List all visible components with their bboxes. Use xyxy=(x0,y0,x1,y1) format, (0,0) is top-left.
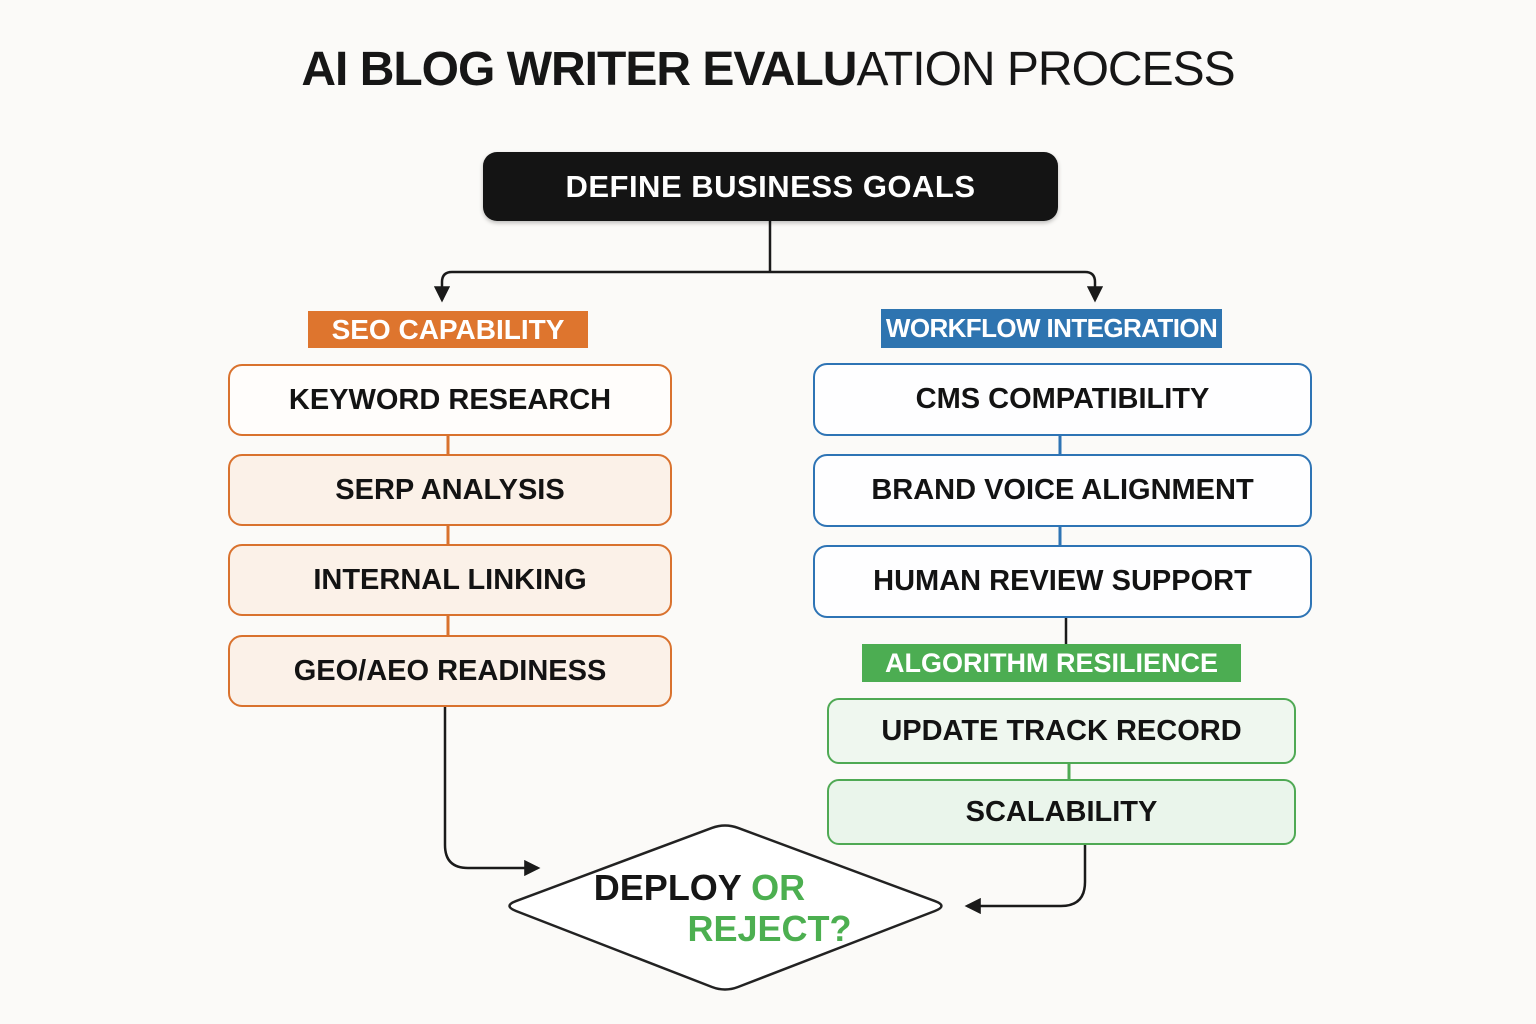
node-scalability: SCALABILITY xyxy=(827,779,1296,845)
decision-diamond-shape xyxy=(508,824,943,991)
node-update-track-record: UPDATE TRACK RECORD xyxy=(827,698,1296,764)
section-label-algorithm-resilience: ALGORITHM RESILIENCE xyxy=(862,644,1241,682)
decision-reject-text: REJECT? xyxy=(687,908,852,949)
node-geo-aeo-readiness: GEO/AEO READINESS xyxy=(228,635,672,707)
node-serp-analysis: SERP ANALYSIS xyxy=(228,454,672,526)
page-title-bold-part: AI BLOG WRITER EVALU xyxy=(301,43,857,96)
decision-or-text: OR xyxy=(741,867,806,908)
decision-node-text: DEPLOY OR REJECT? xyxy=(503,867,948,949)
node-human-review-support: HUMAN REVIEW SUPPORT xyxy=(813,545,1312,618)
node-cms-compatibility: CMS COMPATIBILITY xyxy=(813,363,1312,436)
section-label-seo-capability: SEO CAPABILITY xyxy=(308,311,588,348)
page-title: AI BLOG WRITER EVALUATION PROCESS xyxy=(0,42,1536,97)
connector-branch-split xyxy=(433,270,1104,303)
page-title-regular-part: ATION PROCESS xyxy=(856,43,1235,96)
decision-deploy-text: DEPLOY xyxy=(593,867,742,908)
connector-algorithm-to-decision xyxy=(964,842,1087,915)
connector-seo-to-decision xyxy=(443,704,541,877)
node-define-business-goals: DEFINE BUSINESS GOALS xyxy=(483,152,1058,221)
decision-line-1: DEPLOY OR xyxy=(477,867,922,908)
node-keyword-research: KEYWORD RESEARCH xyxy=(228,364,672,436)
section-label-workflow-integration: WORKFLOW INTEGRATION xyxy=(881,309,1222,348)
node-brand-voice-alignment: BRAND VOICE ALIGNMENT xyxy=(813,454,1312,527)
node-internal-linking: INTERNAL LINKING xyxy=(228,544,672,616)
